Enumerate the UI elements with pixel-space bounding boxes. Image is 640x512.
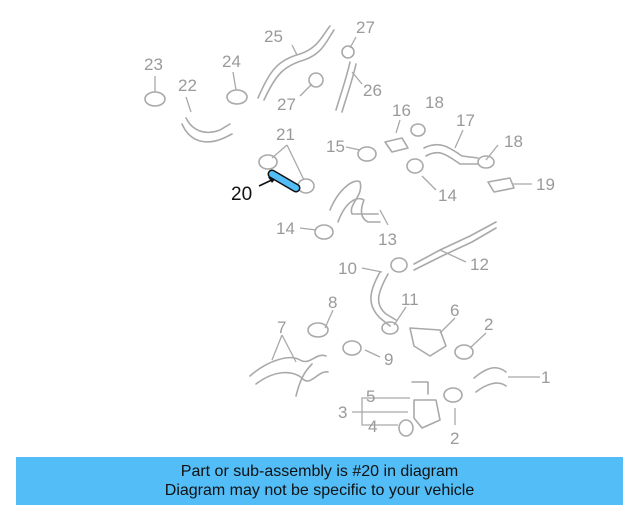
label-18: 18 — [504, 132, 523, 151]
label-16: 16 — [392, 101, 411, 120]
label-14: 14 — [438, 186, 457, 205]
label-4: 4 — [368, 417, 377, 436]
label-27: 27 — [356, 18, 375, 37]
label-14: 14 — [276, 219, 295, 238]
label-18: 18 — [425, 93, 444, 112]
label-20-highlighted: 20 — [231, 184, 252, 205]
label-6: 6 — [450, 301, 459, 320]
label-2: 2 — [450, 429, 459, 448]
label-3: 3 — [338, 403, 347, 422]
label-19: 19 — [536, 175, 555, 194]
label-7: 7 — [277, 318, 286, 337]
label-5: 5 — [366, 387, 375, 406]
callout-labels: 1 2 2 3 4 5 6 7 8 9 10 11 12 13 14 14 15… — [144, 18, 555, 448]
label-22: 22 — [178, 76, 197, 95]
label-9: 9 — [384, 350, 393, 369]
info-banner: Part or sub-assembly is #20 in diagram D… — [16, 457, 623, 505]
banner-line-2: Diagram may not be specific to your vehi… — [164, 482, 475, 499]
part-20-highlight[interactable] — [267, 169, 301, 193]
label-24: 24 — [222, 52, 241, 71]
label-11: 11 — [401, 290, 419, 309]
label-1: 1 — [541, 368, 550, 387]
parts-diagram: 1 2 2 3 4 5 6 7 8 9 10 11 12 13 14 14 15… — [144, 18, 555, 448]
label-25: 25 — [264, 27, 283, 46]
label-2: 2 — [484, 315, 493, 334]
label-10: 10 — [338, 259, 357, 278]
label-21: 21 — [276, 125, 295, 144]
banner-line-1: Part or sub-assembly is #20 in diagram — [180, 463, 459, 480]
label-12: 12 — [470, 255, 489, 274]
label-26: 26 — [363, 81, 382, 100]
label-17: 17 — [456, 111, 475, 130]
label-13: 13 — [378, 230, 397, 249]
label-23: 23 — [144, 55, 163, 74]
label-15: 15 — [326, 137, 345, 156]
label-27: 27 — [277, 95, 296, 114]
part-shapes — [144, 25, 515, 437]
label-8: 8 — [328, 293, 337, 312]
